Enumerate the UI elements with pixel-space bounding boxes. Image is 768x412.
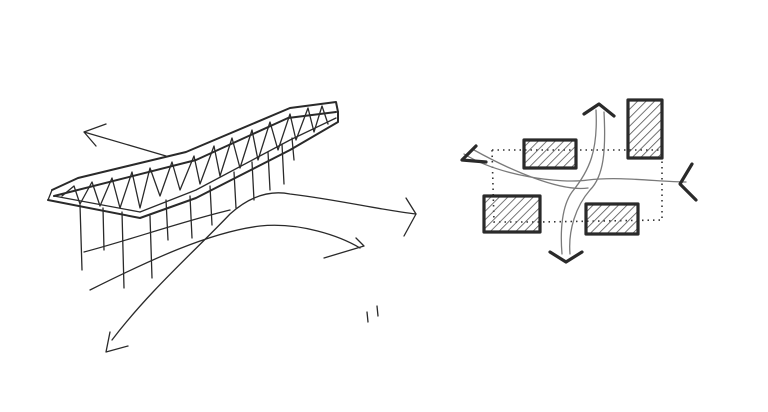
block-bottom-left — [482, 194, 542, 234]
arrow-right-lower — [323, 237, 365, 259]
path-vertical-left — [560, 109, 597, 255]
path-edge-3 — [83, 209, 231, 253]
canopy-soffit-line — [139, 117, 337, 213]
ground-ticks — [366, 305, 379, 323]
canopy-hangers — [79, 137, 295, 289]
arrow-left — [460, 144, 488, 164]
arrow-down — [548, 250, 584, 264]
arrow-up-left — [83, 123, 167, 157]
path-vertical-right — [569, 111, 606, 255]
path-horizontal-upper — [463, 153, 687, 183]
canopy-truss — [61, 105, 329, 209]
canopy-sketch — [47, 101, 417, 353]
arrow-down-left — [105, 331, 129, 353]
arrow-right-upper — [403, 197, 417, 237]
path-horizontal-lower — [473, 149, 589, 190]
canopy-top-edge-inner — [53, 111, 337, 197]
canopy-bottom-edge — [47, 111, 339, 219]
plan-sketch — [460, 98, 698, 264]
canopy-left-end — [47, 189, 141, 213]
block-top-right — [626, 98, 664, 160]
canopy-top-edge — [51, 101, 339, 191]
path-edge-1 — [89, 224, 361, 291]
arrow-up — [582, 102, 616, 118]
block-top-left — [522, 138, 578, 170]
path-edge-2 — [111, 192, 417, 341]
block-bottom-right — [584, 202, 640, 236]
arrow-right — [678, 162, 698, 202]
